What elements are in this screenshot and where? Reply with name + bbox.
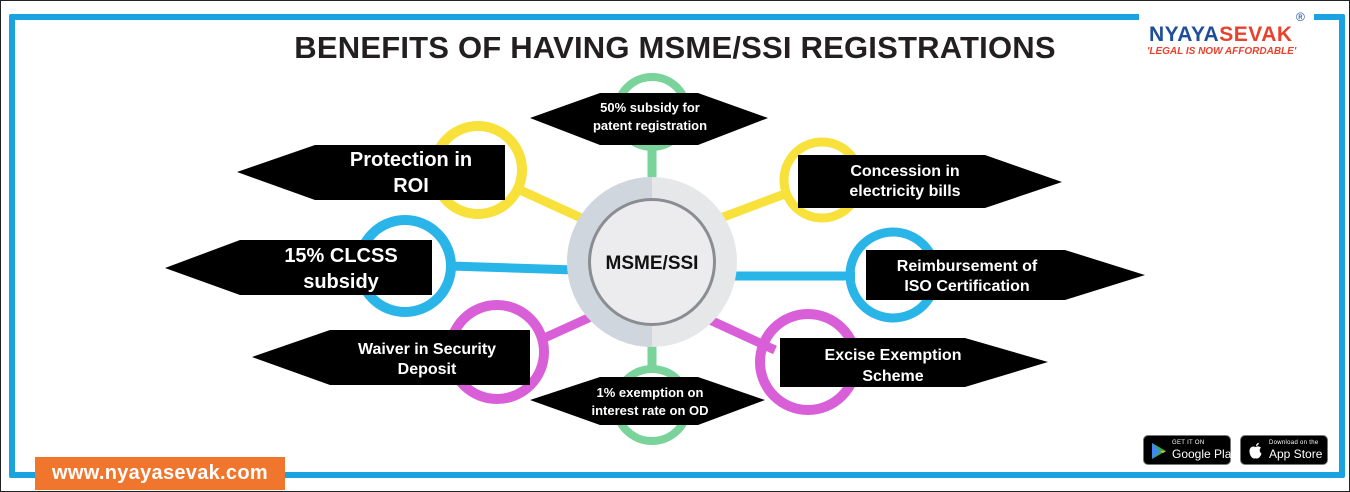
label-shape-electricity [798, 155, 1062, 208]
benefit-excise-line2: Scheme [862, 368, 923, 385]
benefit-patent-line1: 50% subsidy for [600, 100, 700, 115]
connector-security [538, 310, 597, 345]
connector-roi [518, 185, 592, 227]
logo-brand-second: SEVAK [1219, 23, 1293, 46]
label-shape-clcss [165, 240, 432, 295]
benefit-interest-line1: 1% exemption on [597, 385, 704, 400]
benefit-security-line2: Deposit [398, 361, 457, 378]
benefit-security-line1: Waiver in Security [358, 341, 496, 358]
logo-tagline: 'LEGAL IS NOW AFFORDABLE' [1147, 46, 1297, 57]
app-store-big-text: App Store [1269, 447, 1323, 461]
benefit-roi-line2: ROI [393, 175, 429, 197]
website-url[interactable]: www.nyayasevak.com [35, 457, 285, 490]
page-title: BENEFITS OF HAVING MSME/SSI REGISTRATION… [294, 30, 1056, 65]
benefit-electricity-line2: electricity bills [849, 183, 960, 200]
apple-icon [1249, 442, 1262, 459]
label-shape-iso [866, 250, 1145, 300]
google-play-button[interactable]: GET IT ON Google Play [1143, 435, 1237, 465]
label-shape-roi [237, 145, 505, 200]
benefit-clcss-line2: subsidy [303, 271, 379, 293]
google-play-big-text: Google Play [1172, 447, 1238, 461]
benefit-roi-line1: Protection in [350, 149, 472, 171]
registered-mark: ® [1296, 10, 1305, 24]
label-shape-excise [780, 338, 1048, 387]
app-store-button[interactable]: Download on the App Store [1240, 435, 1328, 465]
app-store-small-text: Download on the [1269, 440, 1319, 446]
label-shape-security [252, 330, 530, 385]
benefit-electricity-line1: Concession in [850, 163, 959, 180]
label-shape-interest [530, 377, 765, 425]
logo-brand-first: NYAYA [1149, 23, 1220, 46]
logo-wordmark: NYAYASEVAK [1149, 23, 1293, 47]
google-play-icon [1152, 443, 1166, 459]
google-play-small-text: GET IT ON [1172, 440, 1205, 446]
brand-logo: NYAYASEVAK 'LEGAL IS NOW AFFORDABLE' ® [1139, 9, 1314, 65]
connector-clcss [449, 261, 576, 275]
benefit-excise-line1: Excise Exemption [825, 347, 962, 364]
center-label: MSME/SSI [606, 253, 699, 274]
label-shape-patent [530, 93, 768, 145]
benefit-patent-line2: patent registration [593, 118, 707, 133]
hub-inner [591, 201, 713, 323]
benefit-iso-line2: ISO Certification [904, 278, 1029, 295]
benefit-interest-line2: interest rate on OD [591, 403, 708, 418]
benefit-clcss-line1: 15% CLCSS [284, 245, 397, 267]
benefit-iso-line1: Reimbursement of [897, 258, 1038, 275]
blue-frame [9, 14, 1345, 478]
